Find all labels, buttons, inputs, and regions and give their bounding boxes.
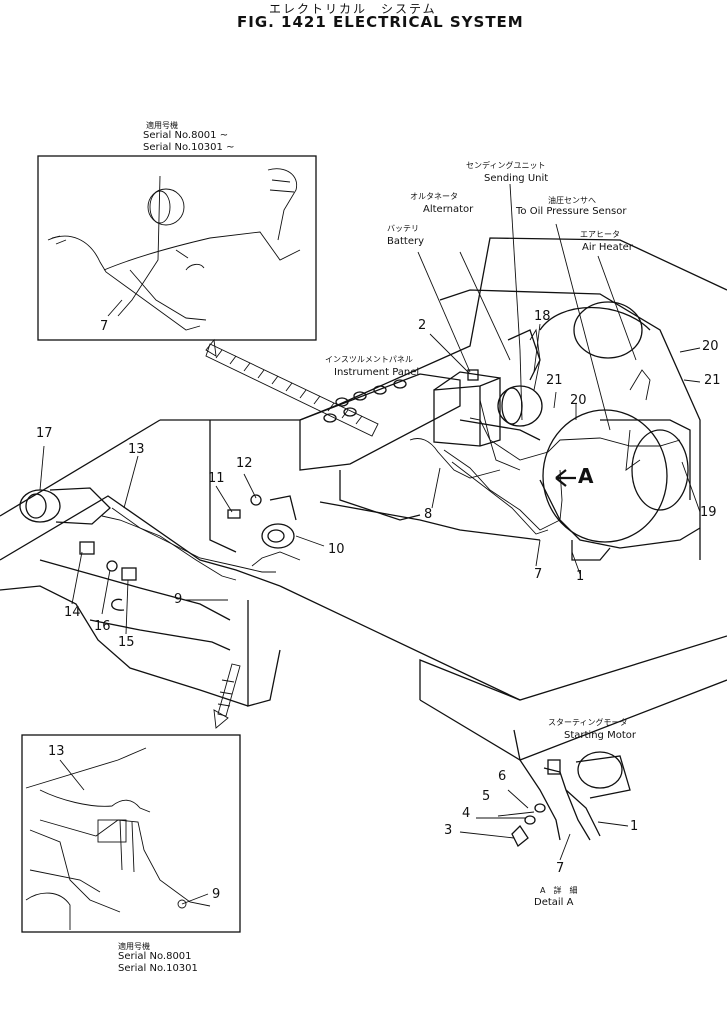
- callout-7: 7: [534, 567, 543, 582]
- machine-chassis: [0, 237, 727, 761]
- callout-16: 16: [94, 619, 111, 634]
- callout-12: 12: [236, 456, 253, 471]
- detail-callout-5: 5: [482, 789, 491, 804]
- detail-a-jp: A 詳 細: [540, 886, 578, 895]
- engine-block: [439, 289, 701, 561]
- alternator-jp: オルタネータ: [410, 192, 458, 201]
- horn-left: [19, 487, 111, 525]
- inset-top-callout-7: 7: [100, 319, 109, 334]
- callout-10: 10: [328, 542, 345, 557]
- detail-callout-1: 1: [630, 819, 639, 834]
- starting-motor-jp: スターティングモータ: [548, 718, 628, 727]
- callout-20: 20: [570, 393, 587, 408]
- starting-motor-detail: [511, 729, 631, 848]
- callout-15: 15: [118, 635, 135, 650]
- inset-frame-top: [37, 155, 317, 341]
- callout-13: 13: [128, 442, 145, 457]
- oil-sensor-label: To Oil Pressure Sensor: [516, 206, 627, 217]
- inset-frame-bottom: [21, 734, 241, 933]
- instrument-strip: [205, 338, 379, 437]
- alternator-label: Alternator: [423, 204, 474, 215]
- battery-box: [433, 369, 501, 447]
- small-hardware: [79, 494, 262, 611]
- inset-bottom-serial-jp: 適用号機: [118, 942, 150, 951]
- callout-11: 11: [208, 471, 225, 486]
- air-heater-jp: エアヒータ: [580, 230, 620, 239]
- horn-disc: [261, 495, 297, 549]
- main-harness: [101, 328, 681, 581]
- inset-top-harness: [47, 168, 301, 331]
- detail-callout-7: 7: [556, 861, 565, 876]
- detail-a-label: Detail A: [534, 897, 574, 908]
- callout-21-right: 21: [704, 373, 721, 388]
- instrument-panel-body: [299, 373, 461, 471]
- detail-callout-3: 3: [444, 823, 453, 838]
- view-arrow-a: [555, 469, 576, 487]
- oil-sensor-jp: 油圧センサへ: [548, 196, 596, 205]
- detail-callout-6: 6: [498, 769, 507, 784]
- inset-bottom-serial-2: Serial No.10301: [118, 963, 198, 974]
- leader-lines: [39, 183, 701, 905]
- instrument-panel-label: Instrument Panel: [334, 367, 420, 378]
- figure-title: FIG. 1421 ELECTRICAL SYSTEM: [237, 13, 524, 31]
- view-a-marker: A: [578, 464, 594, 488]
- callout-20-right: 20: [702, 339, 719, 354]
- inset-bottom-callout-9: 9: [212, 887, 221, 902]
- callout-1: 1: [576, 569, 585, 584]
- callout-18: 18: [534, 309, 551, 324]
- inset-top-serial-2: Serial No.10301 ~: [143, 142, 235, 153]
- sending-unit-label: Sending Unit: [484, 173, 549, 184]
- sending-unit-jp: センディングユニット: [466, 161, 546, 170]
- battery-jp: バッテリ: [387, 224, 419, 233]
- detail-callout-4: 4: [462, 806, 471, 821]
- title-japanese: エレクトリカル システム: [269, 2, 437, 16]
- callout-8: 8: [424, 507, 433, 522]
- inset-top-serial-1: Serial No.8001 ~: [143, 130, 229, 141]
- instrument-panel-jp: インスツルメントパネル: [325, 355, 413, 364]
- callout-14: 14: [64, 605, 81, 620]
- inset-bottom-serial-1: Serial No.8001: [118, 951, 192, 962]
- callout-21: 21: [546, 373, 563, 388]
- callout-9: 9: [174, 592, 183, 607]
- starting-motor-label: Starting Motor: [564, 730, 636, 741]
- battery-label: Battery: [387, 236, 425, 247]
- inset-bottom-callout-13: 13: [48, 744, 65, 759]
- callout-17: 17: [36, 426, 53, 441]
- callout-19: 19: [700, 505, 717, 520]
- inset-bottom-harness: [25, 747, 211, 930]
- inset-top-serial-jp: 適用号機: [146, 121, 178, 130]
- air-heater-label: Air Heater: [582, 242, 633, 253]
- callout-2: 2: [418, 318, 427, 333]
- lower-pointer-arrow: [213, 663, 241, 729]
